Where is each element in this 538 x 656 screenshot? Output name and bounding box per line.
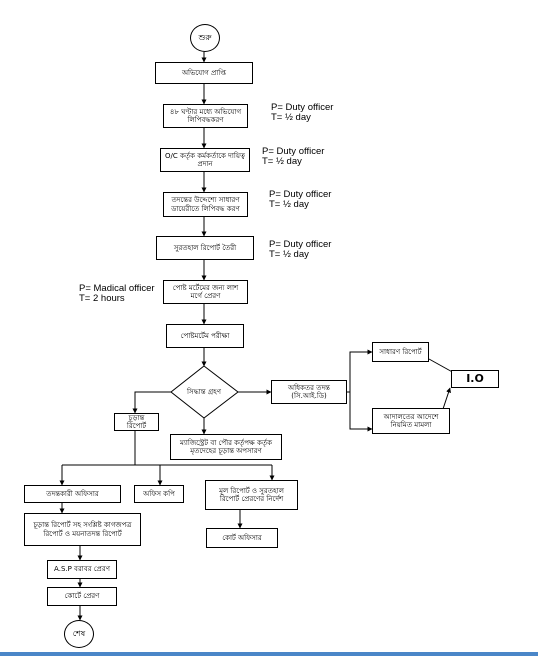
medical-officer-note: P= Madical officer T= 2 hours bbox=[79, 283, 155, 305]
inquest-report-box: সুরতহাল রিপোর্ট তৈরী bbox=[156, 236, 254, 260]
decision-label: সিদ্ধান্ত গ্রহণ bbox=[187, 388, 221, 396]
arrow-decision-final bbox=[132, 391, 171, 414]
oc-assign-box: O/C কর্তৃক কর্মকর্তাকে দায়িত্ব প্রদান bbox=[160, 148, 250, 172]
gd-entry-box: তদন্তের উদ্দেশ্যে সাধারণ ডায়েরীতে লিপিব… bbox=[163, 192, 248, 217]
court-case-box: আদালতের আদেশে নিয়মিত মামলা bbox=[372, 408, 450, 434]
postmortem-box: পোষ্টমর্টেম পরীক্ষা bbox=[166, 324, 244, 348]
office-copy-box: অফিস কপি bbox=[134, 485, 184, 503]
final-report-box: চূড়ান্ত রিপোর্ট bbox=[114, 413, 159, 431]
record-note: P= Duty officer T= ½ day bbox=[271, 102, 334, 124]
send-court-box: কোর্টে প্রেরণ bbox=[47, 587, 117, 606]
court-officer-box: কোর্ট অফিসার bbox=[206, 528, 278, 548]
gd-note: P= Duty officer T= ½ day bbox=[269, 189, 332, 211]
inquest-note: P= Duty officer T= ½ day bbox=[269, 239, 332, 261]
arrow-further-court bbox=[349, 392, 373, 432]
arrow-further-general bbox=[349, 349, 373, 392]
magistrate-box: ম্যাজিস্ট্রেট বা পৌর কর্তৃপক্ষ কর্তৃক মৃ… bbox=[170, 434, 282, 460]
original-report-box: মূল রিপোর্ট ও সুরতহাল রিপোর্ট প্রেরণের ন… bbox=[205, 480, 298, 510]
investigating-officer-box: তদন্তকারী অফিসার bbox=[24, 485, 121, 503]
receive-complaint-box: অভিযোগ প্রাপ্তি bbox=[155, 62, 253, 84]
decision-diamond bbox=[170, 365, 239, 419]
general-report-box: সাধারণ রিপোর্ট bbox=[372, 342, 429, 362]
send-body-box: পোষ্ট মর্টেমের জন্য লাশ মর্গে প্রেরণ bbox=[163, 280, 248, 304]
io-box: I.O bbox=[451, 370, 499, 388]
record-complaint-box: ৪৮ ঘণ্টার মধ্যে অভিযোগ লিপিবদ্ধকরণ bbox=[163, 104, 248, 128]
start-oval: শুরু bbox=[190, 24, 220, 52]
oc-note: P= Duty officer T= ½ day bbox=[262, 146, 325, 168]
further-inquiry-box: অধিকতর তদন্ত (সি.আই.ডি) bbox=[271, 380, 347, 404]
asp-box: A.S.P বরাবর প্রেরণ bbox=[47, 560, 117, 579]
bottom-border-bar bbox=[0, 652, 538, 656]
final-report-docs-box: চূড়ান্ত রিপোর্ট সহ সংশ্লিষ্ট কাগজপত্র র… bbox=[24, 513, 141, 546]
end-oval: শেষ bbox=[64, 620, 94, 648]
